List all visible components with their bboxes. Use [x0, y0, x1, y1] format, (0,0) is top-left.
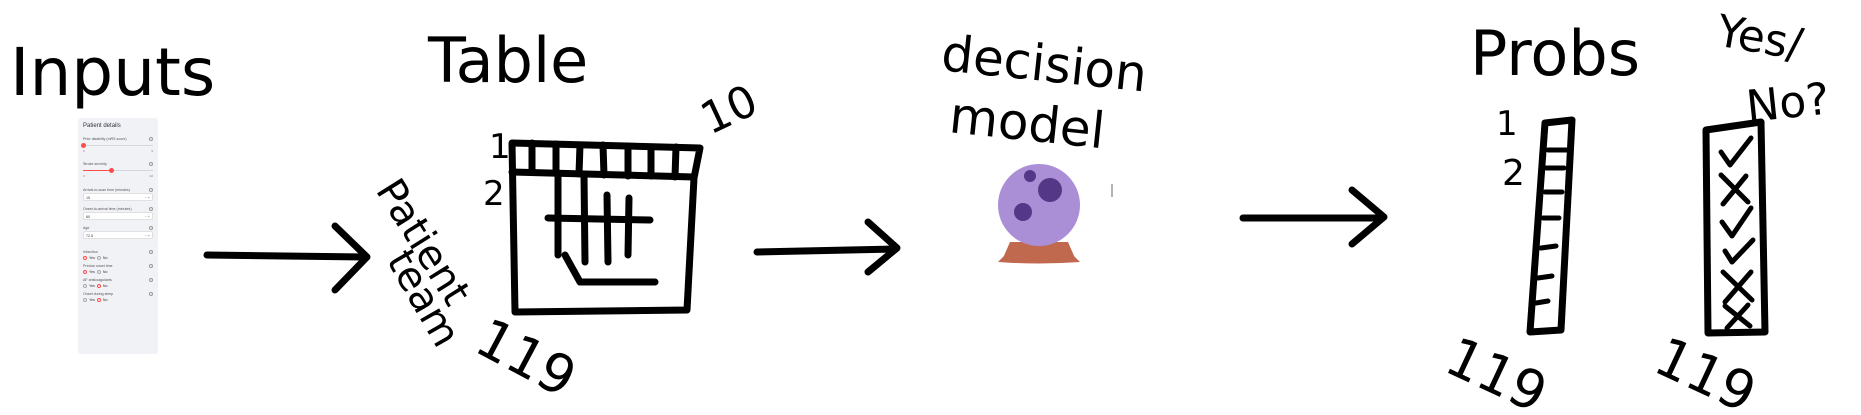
- help-icon: [149, 188, 153, 192]
- radio-label: AF anticoagulants: [83, 278, 112, 282]
- patient-details-panel: Patient details Prior disability (mRS sc…: [78, 118, 158, 354]
- radio-no[interactable]: [96, 284, 101, 288]
- radio-yes[interactable]: [83, 298, 87, 302]
- help-icon: [149, 278, 153, 282]
- table-row-count: 119: [466, 306, 587, 410]
- crystal-ball-icon: [998, 164, 1080, 264]
- check-icon: [1718, 135, 1754, 168]
- cross-icon: [1718, 172, 1751, 207]
- decisions-column: [1702, 118, 1769, 337]
- select-onset-to-arrival[interactable]: Onset-to-arrival time (minutes) 60 − +: [83, 207, 153, 220]
- arrow-table-to-model: [753, 218, 901, 276]
- slider-prior-disability[interactable]: Prior disability (mRS score) 0 5: [80, 137, 153, 153]
- slider-label: Stroke severity: [83, 162, 107, 166]
- radio-label: Precise onset time: [83, 264, 113, 268]
- radio-option-label: Yes: [89, 298, 95, 302]
- select-age[interactable]: Age 72.5 − +: [83, 226, 153, 239]
- select-value: 72.5: [86, 234, 93, 238]
- help-icon: [149, 250, 153, 254]
- radio-yes[interactable]: [83, 256, 87, 260]
- slider-max: 42: [149, 174, 153, 178]
- decisions-title-line1: Yes/: [1712, 5, 1807, 70]
- select-value: 15: [86, 196, 90, 200]
- select-value: 60: [86, 215, 90, 219]
- radio-label: Infarction: [83, 250, 98, 254]
- check-icon: [1722, 237, 1756, 265]
- stepper-icon[interactable]: − +: [144, 215, 150, 219]
- slider-handle[interactable]: [80, 143, 86, 148]
- radio-no[interactable]: [96, 256, 101, 260]
- probs-index-1: 1: [1496, 104, 1518, 144]
- arrow-inputs-to-table: [203, 222, 371, 294]
- probs-title: Probs: [1470, 17, 1640, 90]
- slider-min: 0: [83, 149, 85, 153]
- slider-stroke-severity[interactable]: Stroke severity 0 42: [83, 162, 153, 178]
- radio-option-label: No: [102, 270, 108, 274]
- help-icon: [149, 137, 153, 141]
- radio-option-label: No: [102, 256, 108, 260]
- radio-af-anticoagulants[interactable]: AF anticoagulants Yes No: [83, 278, 153, 289]
- slider-max: 5: [151, 149, 153, 153]
- stepper-icon[interactable]: − +: [144, 234, 150, 238]
- slider-handle[interactable]: [108, 168, 114, 173]
- radio-yes[interactable]: [83, 284, 87, 288]
- radio-label: Onset during sleep: [83, 292, 114, 296]
- radio-yes[interactable]: [83, 270, 87, 274]
- table-row-index-1: 1: [489, 127, 511, 167]
- radio-precise-onset[interactable]: Precise onset time Yes No: [83, 264, 153, 275]
- radio-option-label: No: [102, 284, 108, 288]
- select-label: Arrival-to-scan time (minutes): [83, 188, 130, 192]
- help-icon: [149, 264, 153, 268]
- panel-title: Patient details: [83, 123, 121, 129]
- model-title-line2: model: [947, 86, 1108, 160]
- table-col-count: 10: [693, 75, 765, 145]
- table-title: Table: [427, 24, 588, 97]
- radio-onset-during-sleep[interactable]: Onset during sleep Yes No: [83, 292, 153, 303]
- select-arrival-to-scan[interactable]: Arrival-to-scan time (minutes) 15 − +: [83, 188, 153, 201]
- arrow-model-to-probs: [1239, 186, 1388, 248]
- table-sketch: [508, 139, 704, 316]
- select-label: Onset-to-arrival time (minutes): [83, 207, 132, 211]
- probs-row-count: 119: [1437, 325, 1557, 415]
- probs-column: [1526, 116, 1576, 336]
- help-icon: [149, 292, 153, 296]
- select-label: Age: [83, 226, 90, 230]
- help-icon: [149, 226, 153, 230]
- radio-option-label: No: [102, 298, 108, 302]
- slider-label: Prior disability (mRS score): [83, 137, 127, 141]
- inputs-title: Inputs: [10, 34, 215, 111]
- cross-icon: [1722, 302, 1753, 331]
- probs-index-2: 2: [1502, 153, 1525, 194]
- check-icon: [1719, 205, 1754, 239]
- radio-no[interactable]: [96, 270, 101, 274]
- radio-no[interactable]: [96, 298, 101, 302]
- radio-option-label: Yes: [89, 270, 95, 274]
- slider-min: 0: [83, 174, 85, 178]
- decisions-row-count: 119: [1646, 325, 1766, 415]
- radio-option-label: Yes: [89, 284, 95, 288]
- stepper-icon[interactable]: − +: [144, 196, 150, 200]
- cross-icon: [1720, 269, 1755, 305]
- table-row-index-2: 2: [483, 174, 505, 214]
- help-icon: [149, 162, 153, 166]
- radio-option-label: Yes: [89, 256, 95, 260]
- help-icon: [149, 207, 153, 211]
- radio-infarction[interactable]: Infarction Yes No: [83, 250, 153, 261]
